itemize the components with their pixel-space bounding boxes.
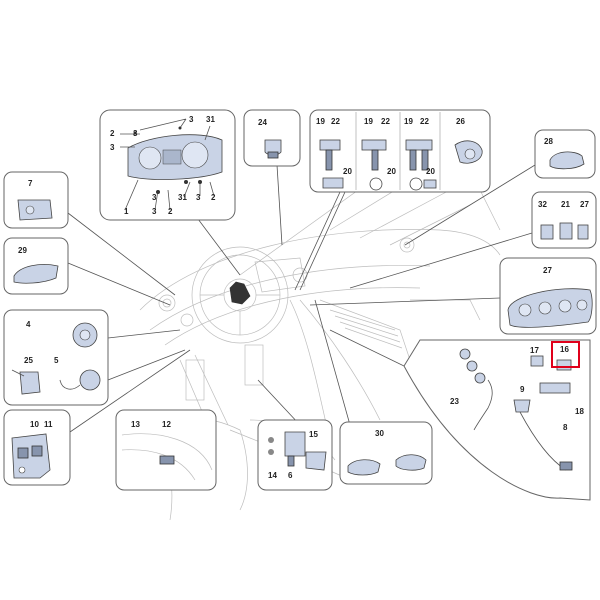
callout-19-label: 19 (316, 117, 325, 126)
callout-24: 24 (243, 109, 301, 167)
callout-8-label: 8 (563, 423, 568, 432)
callout-3-label: 3 (152, 193, 157, 202)
callout-16-label: 16 (560, 345, 569, 354)
callout-21-label: 21 (561, 200, 570, 209)
callout-4-25-5: 4 25 5 (3, 309, 109, 406)
callout-2-label: 2 (211, 193, 216, 202)
callout-pedal-switches: 19 22 20 19 22 20 19 22 20 26 (309, 109, 491, 193)
callout-13-label: 13 (131, 420, 140, 429)
callout-30: 30 (339, 421, 433, 485)
callout-2-label: 2 (110, 129, 115, 138)
callout-3-label: 3 (196, 193, 201, 202)
callout-28: 28 (534, 129, 596, 179)
callout-13-12: 13 12 (115, 409, 217, 491)
callout-1-label: 1 (124, 207, 129, 216)
callout-10-label: 10 (30, 420, 39, 429)
callout-26-label: 26 (456, 117, 465, 126)
callout-29-label: 29 (18, 246, 27, 255)
callout-7-label: 7 (28, 179, 33, 188)
callout-3-label: 3 (152, 207, 157, 216)
callout-32-21: 32 21 27 (531, 191, 597, 249)
callout-5-label: 5 (54, 356, 59, 365)
callout-22-label: 22 (420, 117, 429, 126)
callout-22-label: 22 (331, 117, 340, 126)
callout-15-label: 15 (309, 430, 318, 439)
callout-3-label: 3 (110, 143, 115, 152)
callout-3-label: 3 (189, 115, 194, 124)
callout-6-label: 6 (288, 471, 293, 480)
callout-12-label: 12 (162, 420, 171, 429)
leader-lines (67, 164, 536, 433)
callout-20-label: 20 (426, 167, 435, 176)
callout-instrument-cluster: 1 2 3 3 3 3 2 31 31 2 3 3 (99, 109, 236, 221)
callout-20-label: 20 (343, 167, 352, 176)
callout-7: 7 (3, 171, 69, 229)
callout-19-label: 19 (364, 117, 373, 126)
callout-24-label: 24 (258, 118, 267, 127)
callout-27: 27 (499, 257, 597, 335)
callout-3-label: 3 (133, 129, 138, 138)
callout-17-label: 17 (530, 346, 539, 355)
callout-27-label: 27 (580, 200, 589, 209)
callout-27-label: 27 (543, 266, 552, 275)
callout-20-label: 20 (387, 167, 396, 176)
callout-30-label: 30 (375, 429, 384, 438)
callout-22-label: 22 (381, 117, 390, 126)
callout-2-label: 2 (168, 207, 173, 216)
callout-29: 29 (3, 237, 69, 295)
callout-11-label: 11 (44, 420, 53, 429)
callout-19-label: 19 (404, 117, 413, 126)
callout-14-6-15: 14 6 15 (257, 419, 333, 491)
callout-28-label: 28 (544, 137, 553, 146)
callout-23-label: 23 (450, 397, 459, 406)
callout-31-label: 31 (178, 193, 187, 202)
highlight-box-16 (551, 341, 580, 368)
callout-31-label: 31 (206, 115, 215, 124)
callout-25-label: 25 (24, 356, 33, 365)
callout-8-cluster: 17 16 9 23 8 18 (403, 339, 591, 501)
callout-9-label: 9 (520, 385, 525, 394)
callout-32-label: 32 (538, 200, 547, 209)
callout-10-11: 10 11 (3, 409, 71, 486)
callout-4-label: 4 (26, 320, 31, 329)
callout-14-label: 14 (268, 471, 277, 480)
callout-18-label: 18 (575, 407, 584, 416)
